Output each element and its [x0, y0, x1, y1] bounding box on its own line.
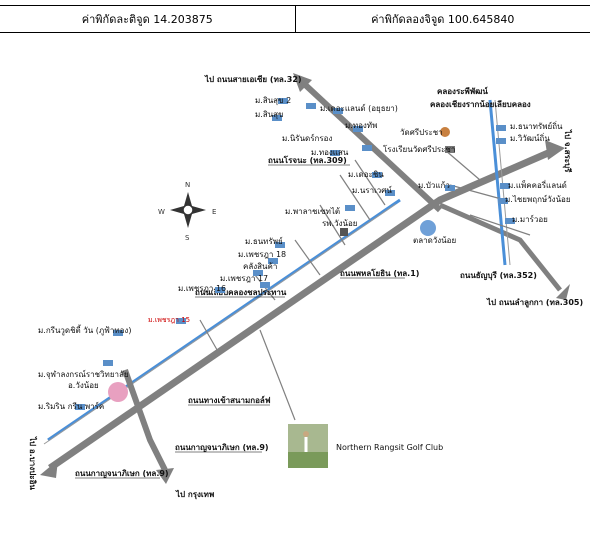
golf-club-photo [288, 424, 328, 468]
label-phahonyothin: ถนนพหลโยธิน (ทล.1) [340, 268, 419, 278]
label-mu-somsri: ม.ธนาทรัพย์ถิ่น [510, 120, 563, 131]
side-roads [199, 149, 531, 356]
label-canal-vertical2: คลองเชียงรากน้อยเลียบคลอง [430, 99, 531, 109]
road-golf [259, 329, 296, 421]
compass-w: W [158, 208, 165, 216]
label-mu-thanasap: ม.ธนทรัพย์ [245, 236, 283, 246]
label-mu-rimrin: ม.ริมริน กรีน พาร์ค [38, 401, 104, 411]
canal-vertical [488, 99, 507, 266]
compass-e: E [212, 208, 216, 216]
arrow-lumlukka [556, 284, 570, 300]
label-mu-wiwatthana: ม.วิวัฒน์ถิ่น [510, 132, 550, 143]
label-to-bangkok: ไป กรุงเทพ [175, 489, 214, 500]
label-mu-petch17: ม.เพชรฎา 17 [220, 274, 268, 283]
label-mu-kawin: ม.พาลาชเซทไต้ [285, 207, 340, 216]
compass-s: S [185, 234, 190, 242]
label-mu-dekhamland: ม.เดอะแลนด์ (อยุธยา) [320, 103, 398, 113]
road-thanyaburi [438, 202, 562, 292]
label-mu-maravo: ม.มาร์วอย [512, 214, 548, 224]
label-to-asia: ไป ถนนสายเอเซีย (ทล.32) [204, 74, 302, 84]
label-golf-road: ถนนทางเข้าสนามกอล์ฟ [188, 395, 271, 405]
latitude-label: ค่าพิกัดละติจูด 14.203875 [0, 6, 296, 32]
label-market: ตลาดวังน้อย [413, 236, 456, 245]
label-mu-thongsap: ม.ทองทัพ [345, 121, 377, 130]
label-rojana: ถนนโรจนะ (ทล.309) [268, 155, 347, 165]
label-wat: วัดศรีประชา [400, 128, 443, 137]
wangnoi-icon [108, 382, 128, 402]
label-wangnoi: อ.วังน้อย [68, 381, 99, 390]
label-hospital: รพ.วังน้อย [322, 219, 357, 228]
label-golf-club: Northern Rangsit Golf Club [336, 443, 443, 452]
label-school: โรงเรียนวัดศรีประชา [383, 144, 455, 154]
hospital-icon [340, 228, 348, 236]
label-kanchanaphisek2: ถนนกาญจนาภิเษก (ทล.9) [75, 469, 169, 479]
arrow-saraburi [545, 140, 565, 160]
label-mu-petch18: ม.เพชรฎา 18 [238, 250, 286, 259]
canal-road-gray [43, 203, 397, 445]
road-kanchanaphisek [122, 368, 168, 472]
label-mu-chaiya: ม.ไชยพฤกษ์วังน้อย [505, 194, 571, 204]
label-mu-lpn: ม.แพ็คคอรี่แลนด์ [508, 179, 567, 190]
label-to-saraburi: ไป จ.สระบุรี [562, 129, 573, 173]
arrow-bangkok [156, 468, 174, 484]
label-thanyaburi: ถนนธัญบุรี (ทล.352) [460, 270, 537, 281]
label-canal-road: ถนนเลียบคลองชลประทาน [195, 287, 287, 297]
label-mu-sinsuk2: ม.สินสุข 2 [255, 96, 291, 105]
longitude-label: ค่าพิกัดลองจิจูด 100.645840 [371, 13, 515, 26]
school-icon [445, 146, 455, 153]
label-mu-chulachak: ม.จุฬาลงกรณ์ราชวิทยาลัย [38, 369, 129, 379]
village-icons [75, 98, 515, 410]
label-mu-buakaew: ม.บัวแก้ว [418, 181, 450, 190]
label-mu-debsarin: ม.เดอะชิน [348, 170, 384, 179]
label-to-lumlukka: ไป ถนนลำลูกกา (ทล.305) [486, 297, 583, 308]
arrow-asia-road [293, 73, 312, 92]
label-to-bangpa-in: ไป อ.บางปะอิน [28, 436, 38, 490]
compass-rose [170, 192, 206, 228]
road-phahonyothin [48, 146, 557, 471]
label-mu-nirankrong: ม.นิรันดร์กรอง [282, 133, 332, 143]
market-icon [420, 220, 436, 236]
label-mu-thongsaen: ม.ทองแสน [311, 148, 349, 157]
label-mu-greenwood: ม.กรีนวูดชิตี้ วัน (ภูฟ้าทอง) [38, 324, 131, 336]
label-kanchanaphisek: ถนนกาญจนาภิเษก (ทล.9) [175, 443, 269, 453]
coordinate-header: ค่าพิกัดละติจูด 14.203875 ค่าพิกัดลองจิจ… [0, 5, 590, 33]
label-mu-petch15: ม.เพชรฎา 15 [148, 316, 190, 324]
arrow-sw [40, 460, 58, 478]
label-warehouse: คลังสินค้า [243, 262, 277, 271]
label-mu-sinsuk: ม.สินสุข [255, 110, 284, 119]
label-canal-vertical: คลองระพีพัฒน์ [437, 86, 488, 96]
label-mu-naravet: ม.นราเวศน์ [352, 185, 392, 195]
label-mu-petch16: ม.เพชรฎา 16 [178, 284, 226, 293]
wat-icon [440, 127, 450, 137]
compass-n: N [185, 181, 190, 189]
